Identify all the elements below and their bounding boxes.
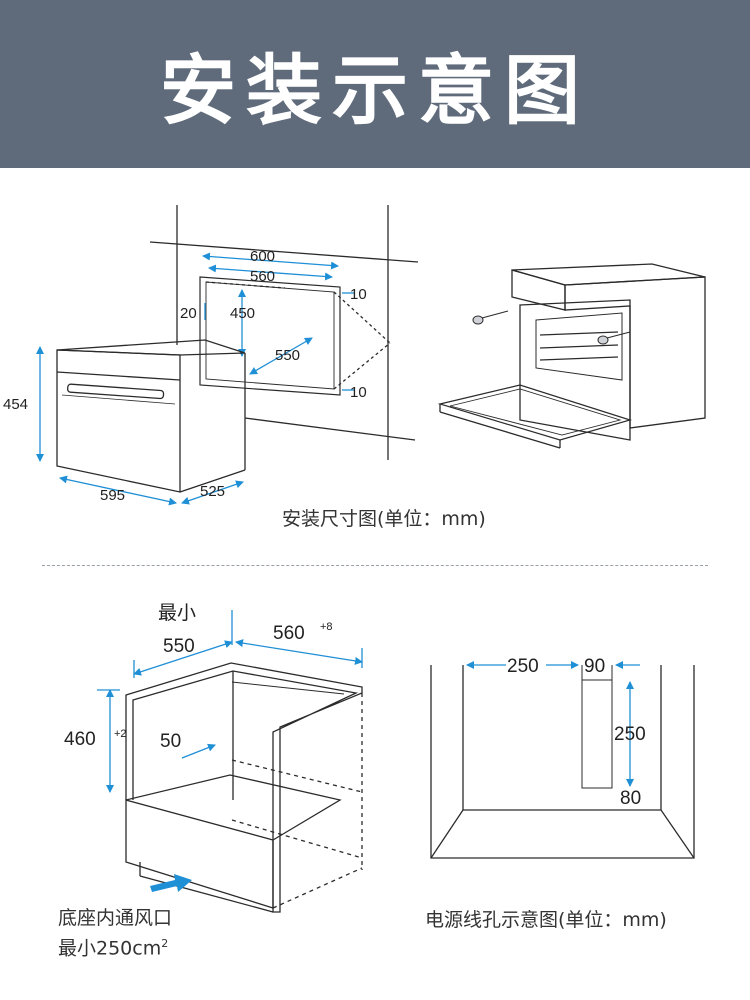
mounting-screw-right-icon	[597, 331, 631, 345]
install-dimensions-caption: 安装尺寸图(单位：mm)	[282, 508, 486, 530]
cabinet-min-label: 最小	[158, 602, 196, 624]
power-hole-drawing	[430, 665, 695, 859]
vent-caption-line1: 底座内通风口	[58, 907, 173, 929]
power-bottom-offset-label: 80	[620, 788, 641, 809]
top-gap-right-label: 10	[350, 286, 367, 303]
vent-airflow-arrow-icon	[150, 874, 192, 892]
top-gap-left-label: 20	[180, 305, 197, 322]
section-divider	[42, 565, 708, 566]
bottom-gap-right-label: 10	[350, 384, 367, 401]
oven-depth-label: 525	[200, 483, 225, 500]
niche-height-label: 450	[230, 305, 255, 322]
cabinet-dimension-lines	[97, 610, 363, 793]
power-offset-left-label: 250	[507, 656, 539, 677]
power-hole-width-label: 90	[584, 656, 605, 677]
cabinet-drawing	[125, 662, 363, 913]
wall-niche-drawing	[149, 205, 419, 460]
power-hole-dimension-lines	[466, 661, 640, 787]
niche-dimension-lines	[202, 252, 354, 391]
vent-caption-sup: 2	[161, 937, 169, 950]
power-hole-caption: 电源线孔示意图(单位：mm)	[425, 909, 667, 931]
cabinet-depth-label: 550	[163, 636, 195, 657]
page-title: 安装示意图	[160, 46, 590, 135]
vent-caption-line2: 最小250cm	[58, 937, 162, 960]
cabinet-width-label: 560	[273, 623, 305, 644]
oven-width-label: 595	[100, 487, 125, 504]
header-banner: 安装示意图	[0, 0, 750, 168]
power-hole-height-label: 250	[614, 724, 646, 745]
oven-front-drawing	[56, 339, 246, 493]
mounting-screw-left-icon	[472, 310, 509, 325]
vent-gap-label: 50	[160, 731, 181, 752]
niche-width-inner-label: 560	[250, 268, 275, 285]
oven-dimension-lines	[36, 346, 244, 506]
niche-depth-label: 550	[275, 347, 300, 364]
vent-caption: 底座内通风口 最小250cm2	[58, 905, 172, 961]
oven-open-door-drawing	[437, 263, 706, 449]
cabinet-height-label: 460	[64, 729, 96, 750]
cabinet-width-tolerance: +8	[320, 621, 333, 633]
vent-caption-line2-wrap: 最小250cm2	[58, 931, 172, 961]
oven-height-label: 454	[3, 396, 28, 413]
niche-width-outer-label: 600	[250, 248, 275, 265]
cabinet-height-tolerance: +2	[114, 728, 127, 740]
